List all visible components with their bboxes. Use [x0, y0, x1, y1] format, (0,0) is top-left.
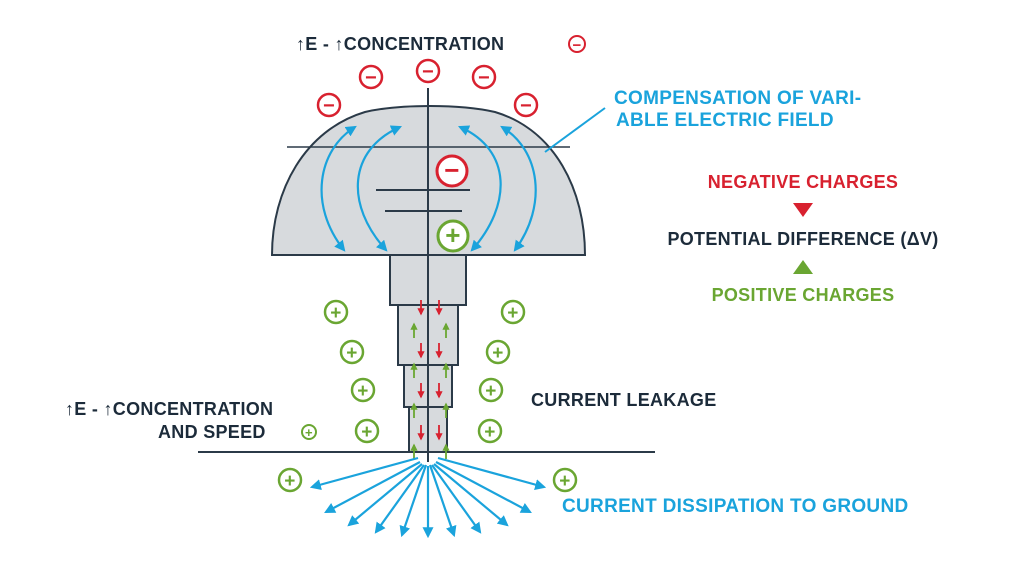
current-dissipation-label: CURRENT DISSIPATION TO GROUND [562, 496, 909, 517]
positive-charge-icon: + [339, 339, 365, 365]
svg-text:−: − [422, 61, 434, 83]
potential-difference-label: POTENTIAL DIFFERENCE (ΔV) [667, 229, 938, 249]
svg-text:−: − [444, 155, 459, 185]
svg-text:+: + [305, 425, 313, 440]
compensation-leader-line [544, 107, 606, 153]
svg-text:+: + [484, 422, 495, 443]
svg-text:+: + [346, 343, 357, 364]
negative-charges: − − − − − − [316, 58, 539, 188]
svg-text:+: + [284, 471, 295, 492]
negative-charge-icon: − [316, 92, 342, 118]
svg-text:+: + [485, 381, 496, 402]
negative-charge-icon-large: − [435, 154, 469, 188]
positive-charge-icon: + [354, 418, 380, 444]
compensation-label-line2: ABLE ELECTRIC FIELD [616, 110, 834, 131]
positive-charge-icon: + [552, 467, 578, 493]
top-concentration-text: ↑E - ↑CONCENTRATION [296, 34, 504, 54]
svg-text:−: − [520, 95, 532, 117]
positive-charges: + + + + + + + + + + + [277, 219, 578, 493]
concentration-speed-line1: ↑E - ↑CONCENTRATION [65, 399, 273, 419]
svg-text:+: + [492, 343, 503, 364]
field-lines [320, 125, 537, 252]
svg-text:+: + [357, 381, 368, 402]
up-triangle-icon [793, 260, 813, 274]
negative-charge-icon: − [415, 58, 441, 84]
positive-charge-icon: + [350, 377, 376, 403]
positive-charge-icon: + [485, 339, 511, 365]
positive-charge-icon: + [500, 299, 526, 325]
positive-charges-label: POSITIVE CHARGES [712, 285, 895, 305]
negative-charge-icon: − [513, 92, 539, 118]
positive-charge-icon: + [277, 467, 303, 493]
negative-charges-label: NEGATIVE CHARGES [708, 172, 899, 192]
down-triangle-icon [793, 203, 813, 217]
top-concentration-label: ↑E - ↑CONCENTRATION − [296, 34, 586, 54]
svg-text:−: − [478, 67, 490, 89]
current-leakage-label: CURRENT LEAKAGE [531, 390, 717, 410]
negative-charge-icon-small: − [568, 35, 586, 54]
positive-charge-icon-small: + [301, 424, 317, 440]
svg-text:−: − [323, 95, 335, 117]
positive-charge-icon: + [478, 377, 504, 403]
negative-charge-icon: − [358, 64, 384, 90]
svg-text:−: − [572, 37, 581, 54]
leakage-arrows-red [417, 300, 443, 441]
leakage-arrows-green [410, 322, 450, 459]
svg-text:+: + [507, 303, 518, 324]
concentration-speed-line2: AND SPEED [158, 422, 266, 442]
dissipation-arrows [309, 456, 547, 539]
positive-charge-icon: + [477, 418, 503, 444]
compensation-label-line1: COMPENSATION OF VARI- [614, 88, 861, 109]
svg-text:+: + [559, 471, 570, 492]
positive-charge-icon-large: + [436, 219, 470, 253]
svg-text:+: + [445, 220, 460, 250]
svg-text:−: − [365, 67, 377, 89]
negative-charge-icon: − [471, 64, 497, 90]
svg-text:+: + [330, 303, 341, 324]
svg-text:+: + [361, 422, 372, 443]
positive-charge-icon: + [323, 299, 349, 325]
